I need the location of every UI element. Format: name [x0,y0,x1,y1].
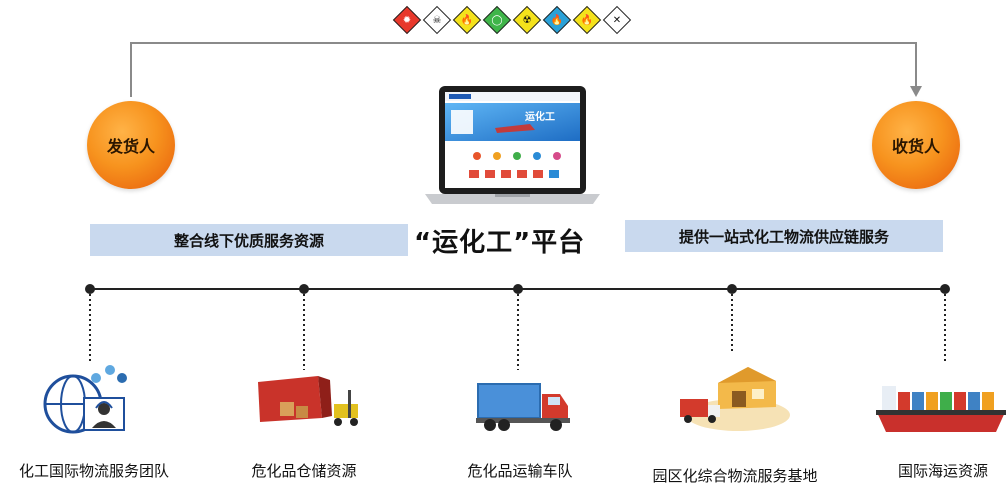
flow-arrow-head [910,86,922,97]
radioactive-icon: ☢ [512,5,542,35]
service-team-icon [43,365,127,434]
resource-label-service-team: 化工国际物流服务团队 [18,462,169,480]
timeline-node-1 [85,284,95,294]
timeline-node-4 [727,284,737,294]
timeline-node-3 [513,284,523,294]
logistics-base-icon [680,367,790,431]
shipper-node: 发货人 [87,101,175,189]
cargo-ship-icon [876,386,1006,432]
explosive-icon: ✹ [392,5,422,35]
hazard-symbols-strip: ✹ ☠ 🔥 ◯ ☢ 🔥 🔥 ✕ [392,5,632,35]
one-stop-service-text: 提供一站式化工物流供应链服务 [678,227,889,246]
flammable-gas-icon: 🔥 [452,5,482,35]
resource-label-warehouse: 危化品仓储资源 [251,462,357,480]
shipper-label: 发货人 [106,137,155,156]
integrate-resources-text: 整合线下优质服务资源 [173,231,324,250]
laptop-illustration: 运化工 [425,86,600,206]
flammable-solid-icon: 🔥 [572,5,602,35]
top-flow-line [130,42,917,97]
screen-logo: 运化工 [525,112,555,123]
timeline-node-2 [299,284,309,294]
consignee-node: 收货人 [872,101,960,189]
resource-label-truck-fleet: 危化品运输车队 [467,462,573,480]
harmful-icon: ✕ [602,5,632,35]
consignee-label: 收货人 [891,137,940,156]
resource-label-logistics-base: 园区化综合物流服务基地 [652,467,818,485]
oxidizer-icon: ◯ [482,5,512,35]
warehouse-icon [258,376,358,426]
truck-icon [476,383,570,431]
platform-title: “运化工”平台 [414,228,586,258]
flammable-liquid-icon: 🔥 [542,5,572,35]
toxic-icon: ☠ [422,5,452,35]
laptop-icon [425,86,600,204]
one-stop-service-banner: 提供一站式化工物流供应链服务 [625,220,943,252]
integrate-resources-banner: 整合线下优质服务资源 [90,224,408,256]
timeline-node-5 [940,284,950,294]
resource-label-shipping: 国际海运资源 [897,462,988,480]
